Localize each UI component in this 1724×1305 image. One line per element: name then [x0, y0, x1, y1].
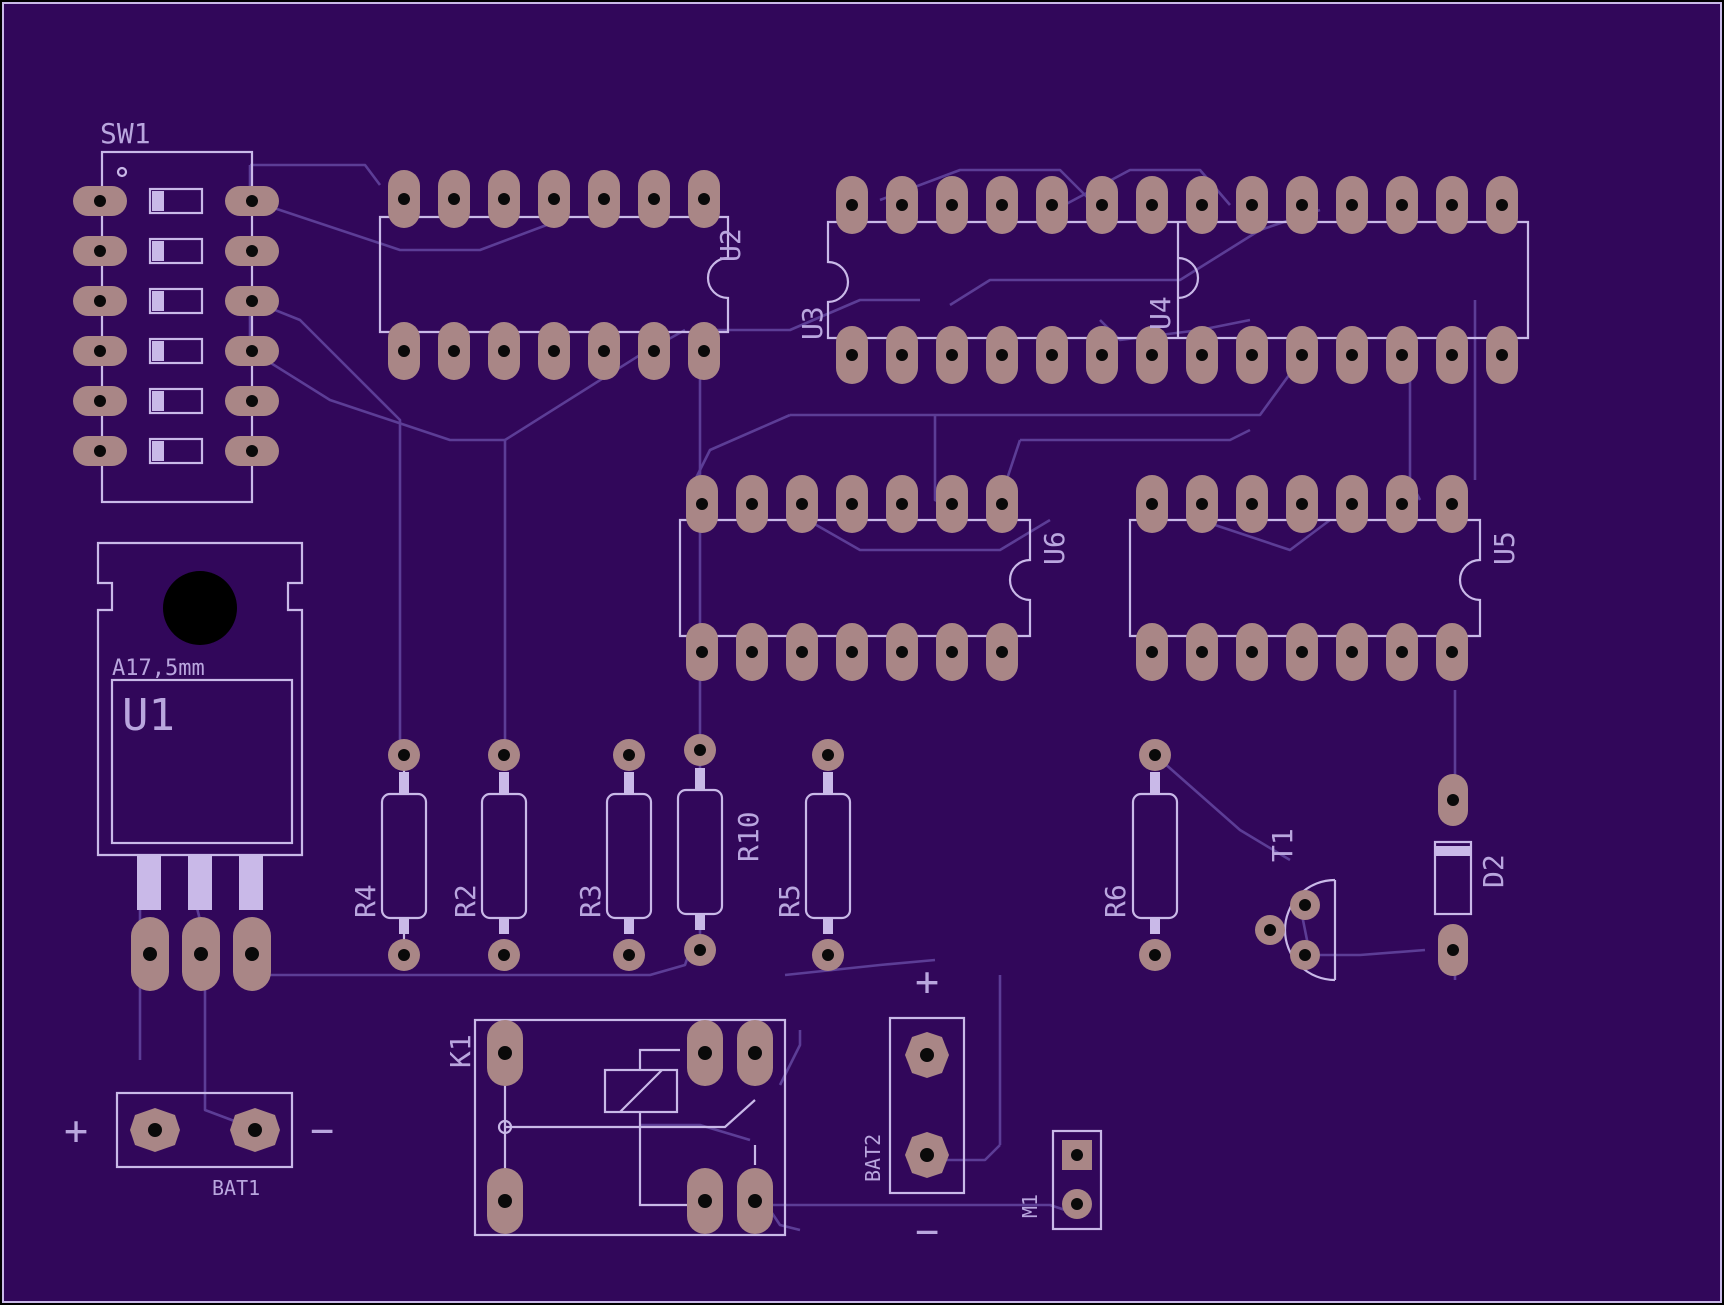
sw1-left-pads: [73, 186, 127, 466]
u4-label: U4: [1144, 296, 1177, 330]
u2-ic: U2: [378, 170, 747, 380]
u1-sub-label: A17,5mm: [112, 656, 205, 681]
battery-bat1: + − BAT1: [64, 1091, 334, 1200]
u5-label: U5: [1488, 531, 1521, 565]
resistor-r2: R2: [449, 739, 528, 971]
bat2-label: BAT2: [861, 1134, 885, 1182]
sw1-switch-levers: [148, 187, 204, 465]
r3-label: R3: [574, 884, 607, 918]
u1-label: U1: [122, 690, 175, 741]
u6-ic: U6: [678, 475, 1071, 681]
bat1-plus-label: +: [64, 1108, 88, 1154]
m1-label: M1: [1018, 1194, 1042, 1218]
u1-mounting-hole: [163, 571, 237, 645]
u5-pads: [1136, 475, 1468, 681]
t1-label: T1: [1266, 828, 1299, 862]
resistor-r5: R5: [773, 739, 852, 971]
u2-label: U2: [714, 228, 747, 262]
u5-ic: U5: [1128, 475, 1521, 681]
battery-bat2: + − BAT2: [861, 959, 966, 1255]
r10-label: R10: [732, 811, 765, 862]
relay-k1: K1: [444, 1018, 787, 1237]
resistor-r4: R4: [349, 739, 428, 971]
diode-d2: D2: [1433, 774, 1510, 976]
bat2-minus-label: −: [915, 1209, 939, 1255]
transistor-t1: T1: [1255, 828, 1337, 982]
bat2-plus-label: +: [915, 959, 939, 1005]
r4-label: R4: [349, 884, 382, 918]
motor-m1: M1: [1018, 1129, 1103, 1231]
bat1-label: BAT1: [212, 1176, 260, 1200]
k1-label: K1: [444, 1034, 477, 1068]
sw1-label: SW1: [100, 117, 151, 150]
r6-label: R6: [1099, 884, 1132, 918]
bat1-minus-label: −: [310, 1108, 334, 1154]
r5-label: R5: [773, 884, 806, 918]
resistor-r10: R10: [676, 734, 765, 966]
u3-u4-bottom-pads: [836, 326, 1518, 384]
d2-label: D2: [1477, 854, 1510, 888]
resistor-r3: R3: [574, 739, 653, 971]
u6-pads: [686, 475, 1018, 681]
sw1-dip-switch: SW1: [73, 117, 279, 504]
u3-u4-ic: U3 U4: [796, 176, 1530, 384]
u3-label: U3: [796, 306, 829, 340]
u6-label: U6: [1038, 531, 1071, 565]
u1-pads: [131, 917, 271, 991]
r2-label: R2: [449, 884, 482, 918]
u3-u4-top-pads: [836, 176, 1518, 234]
u2-pads: [388, 170, 720, 380]
u1-regulator: A17,5mm U1: [96, 541, 304, 991]
sw1-right-pads: [225, 186, 279, 466]
resistor-r6: R6: [1099, 739, 1179, 971]
